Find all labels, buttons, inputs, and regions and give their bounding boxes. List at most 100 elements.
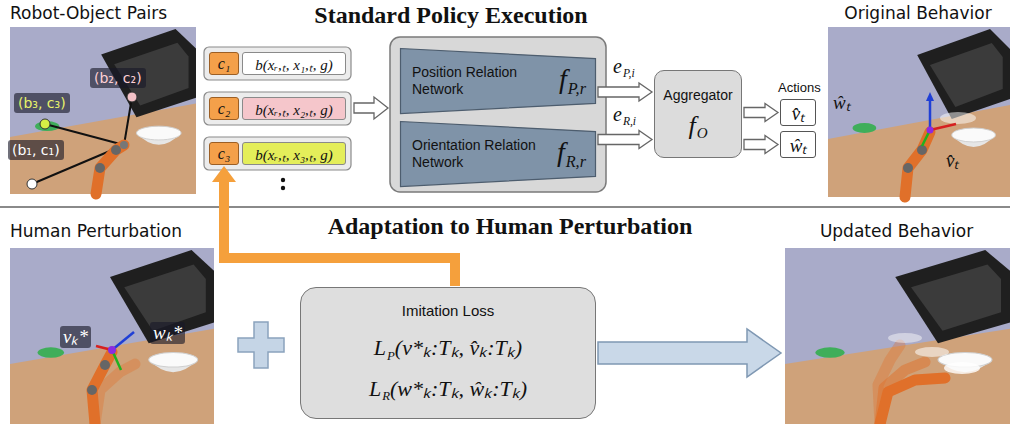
feedback-arrow-head xyxy=(212,166,236,182)
text-group: Aggregator xyxy=(663,87,732,103)
math-symbol: f xyxy=(688,111,695,140)
trapezoid-shape xyxy=(401,122,596,187)
network-block: Position Relation Network fP,r xyxy=(400,48,596,114)
robot-link xyxy=(880,378,945,424)
hollow-arrow-shape xyxy=(598,131,652,149)
loss-box: Imitation LossLP(v*ₖ:Tₖ, v̂ₖ:Tₖ)LR(w*ₖ:T… xyxy=(300,287,596,419)
robot-joint xyxy=(111,145,121,155)
text-label: (b₂, c₂) xyxy=(94,70,142,86)
robot-gripper xyxy=(120,141,128,149)
pair-id-box: c₂ xyxy=(209,97,239,120)
node-label: Updated Behavior xyxy=(820,221,973,241)
aggregator-box: Aggregator fO xyxy=(654,70,742,158)
text-label: (b₃, c₃) xyxy=(18,95,66,111)
embedding-label: eP,i xyxy=(613,56,635,79)
update-arrow-shape xyxy=(598,329,781,377)
text-label: ŵₜ xyxy=(833,92,850,113)
math-subscript: O xyxy=(697,125,708,141)
action-box: ŵₜ xyxy=(780,131,816,158)
node-label: c₁ xyxy=(218,55,231,72)
math-label: ŵₜ xyxy=(833,92,850,114)
robot-joint xyxy=(87,385,97,395)
image-panel: Updated Behavior xyxy=(783,220,1010,424)
hollow-arrow xyxy=(598,131,652,149)
update-arrow xyxy=(598,329,781,377)
math-subscript: R xyxy=(382,389,390,403)
hollow-arrow xyxy=(598,83,652,101)
row-frames xyxy=(204,47,351,170)
ellipsis-dot xyxy=(281,186,285,190)
pair-feature-box: b(xᵣ,ₜ, x₁,ₜ, g) xyxy=(242,52,346,75)
node-label: b(xᵣ,ₜ, x₃,ₜ, g) xyxy=(255,147,333,163)
node-label: Position Relation Network xyxy=(412,64,517,97)
perturbation-arrow xyxy=(112,332,134,350)
scene-image xyxy=(10,27,196,194)
scene-image xyxy=(10,248,214,424)
ghost-bowl xyxy=(940,112,976,124)
network-block: Orientation Relation Network fR,r xyxy=(400,121,596,187)
robot-joint xyxy=(903,163,913,173)
math-symbol: e xyxy=(613,55,622,77)
pair-feature-box: b(xᵣ,ₜ, x₂,ₜ, g) xyxy=(242,97,346,120)
hollow-arrow-shape xyxy=(598,83,652,101)
frame-axis xyxy=(929,100,932,130)
text-group: fP,r xyxy=(559,63,586,98)
text-group: LP(v*ₖ:Tₖ, v̂ₖ:Tₖ) xyxy=(374,331,522,363)
math-symbol: f xyxy=(559,63,567,94)
object-point xyxy=(27,179,37,189)
math-symbol: e xyxy=(613,103,622,125)
section-title: Standard Policy Execution xyxy=(314,1,587,30)
robot-joint xyxy=(917,145,927,155)
node-label: v̂ₜ xyxy=(792,103,804,124)
row-frame xyxy=(204,47,351,80)
math-label: wₖ* xyxy=(150,322,185,344)
text-group: fO xyxy=(688,113,707,142)
network-frame xyxy=(390,37,606,192)
hollow-arrow xyxy=(744,104,778,122)
plus-symbol xyxy=(238,322,284,368)
robot-joint xyxy=(95,163,105,173)
node-label: c₂ xyxy=(218,100,231,117)
math-subscript: R,r xyxy=(566,153,586,171)
text-group: v̂ₜ xyxy=(792,100,804,126)
node-label: Robot-Object Pairs xyxy=(10,3,167,23)
hollow-arrow-shape xyxy=(744,104,778,122)
text-group: c₁ xyxy=(218,55,231,73)
text-group: b(xᵣ,ₜ, x₂,ₜ, g) xyxy=(255,99,333,119)
section-divider xyxy=(0,206,1010,208)
node-label: Orientation Relation Network xyxy=(412,137,536,170)
math-label: v̂ₜ xyxy=(946,150,958,172)
text-group: fR,r xyxy=(557,136,586,171)
text-group: c₂ xyxy=(218,100,231,118)
math-symbol: f xyxy=(557,136,565,167)
text-label: Actions xyxy=(778,80,821,95)
frame-axis xyxy=(930,124,956,130)
action-box: v̂ₜ xyxy=(780,99,816,126)
math-subscript: P,i xyxy=(623,67,635,80)
object-point xyxy=(127,92,137,102)
pair-label: (b₁, c₁) xyxy=(8,140,64,160)
input-arrow xyxy=(354,97,388,119)
node-label: ŵₜ xyxy=(790,135,807,156)
scene-image xyxy=(828,27,1010,197)
ghost-bowl xyxy=(944,362,980,374)
frame-origin xyxy=(108,346,116,354)
math-subscript: R,i xyxy=(623,115,636,128)
pair-label: (b₂, c₂) xyxy=(90,68,146,88)
ghost-bowl xyxy=(915,347,949,357)
row-frame xyxy=(204,92,351,125)
text-group: b(xᵣ,ₜ, x₁,ₜ, g) xyxy=(255,54,333,74)
text-label: Standard Policy Execution xyxy=(314,2,587,28)
text-label: v̂ₜ xyxy=(946,150,958,171)
text-group: Imitation Loss xyxy=(402,302,495,319)
text-label: (b₁, c₁) xyxy=(12,142,60,158)
actions-label: Actions xyxy=(778,80,821,96)
hollow-arrow-shape xyxy=(744,136,778,154)
robot-link xyxy=(96,145,124,194)
robot-arm xyxy=(87,332,135,424)
text-group: b(xᵣ,ₜ, x₃,ₜ, g) xyxy=(255,144,333,164)
frame-origin xyxy=(927,127,934,134)
text-group: Orientation Relation Network xyxy=(412,137,540,171)
node-label: b(xᵣ,ₜ, x₁,ₜ, g) xyxy=(255,57,333,73)
